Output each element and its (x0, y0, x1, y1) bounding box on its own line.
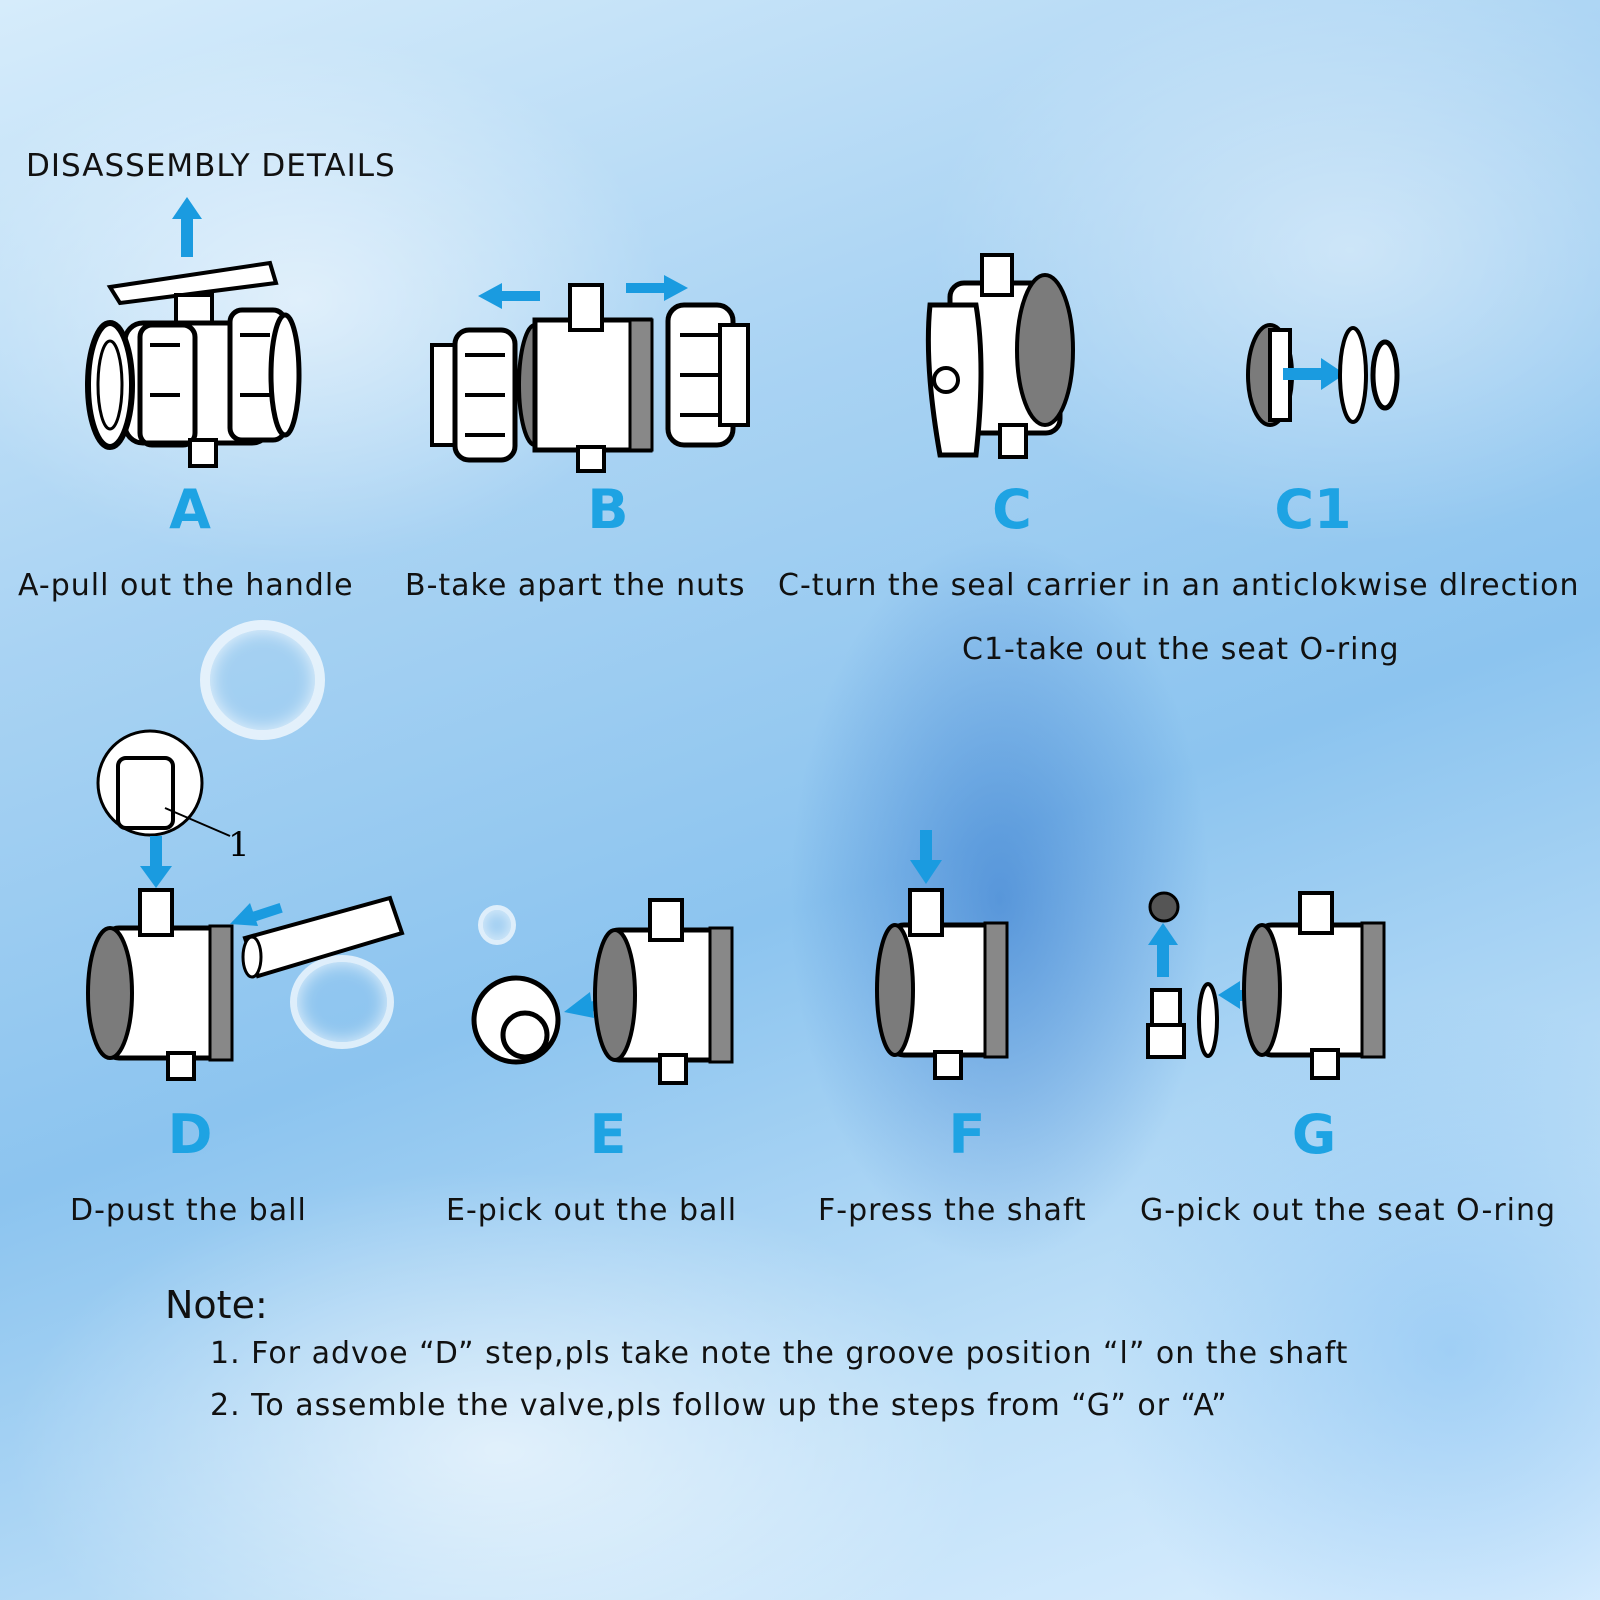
valve-body (1242, 891, 1386, 1080)
right-arrow-icon (1283, 358, 1345, 390)
right-arrow-icon (626, 275, 688, 301)
valve-illustration-c1 (1246, 323, 1400, 427)
step-caption-c: C-turn the seal carrier in an anticlokwi… (778, 568, 1580, 603)
left-arrow-icon (230, 902, 283, 926)
valve-illustration-c (925, 253, 1075, 459)
valve-illustration-a (85, 197, 302, 468)
step-label-g: G (1291, 1103, 1337, 1166)
note-line-1: 1. For advoe “D” step,pls take note the … (210, 1336, 1349, 1371)
step-caption-e: E-pick out the ball (446, 1193, 738, 1228)
valve-body (86, 888, 234, 1081)
valve-illustration-f (875, 830, 1009, 1080)
center-body (517, 283, 654, 473)
down-arrow-icon (140, 836, 172, 888)
step-caption-c1: C1-take out the seat O-ring (962, 632, 1400, 667)
valve-handle (106, 260, 279, 327)
valve-body (85, 307, 302, 468)
step-label-b: B (587, 478, 629, 541)
note-title: Note: (165, 1283, 268, 1327)
left-nut (430, 327, 518, 463)
valve-body (875, 888, 1009, 1080)
step-caption-g: G-pick out the seat O-ring (1140, 1193, 1557, 1228)
step-caption-d: D-pust the ball (70, 1193, 307, 1228)
up-arrow-icon (1148, 923, 1178, 977)
step-caption-a: A-pull out the handle (18, 568, 354, 603)
section-heading: DISASSEMBLY DETAILS (26, 148, 396, 184)
valve-body (593, 898, 734, 1085)
step-caption-f: F-press the shaft (818, 1193, 1087, 1228)
note-line-2: 2. To assemble the valve,pls follow up t… (210, 1388, 1228, 1423)
up-arrow-icon (172, 197, 202, 257)
down-arrow-icon (910, 830, 942, 884)
ball (471, 975, 561, 1065)
decorative-bubble (478, 905, 516, 945)
step-label-a: A (169, 478, 211, 541)
step-label-e: E (589, 1103, 627, 1166)
step-label-c1: C1 (1274, 478, 1352, 541)
step-label-c: C (992, 478, 1032, 541)
shaft-detail-callout: 1 (96, 729, 250, 865)
valve-illustration-e (471, 898, 734, 1085)
left-arrow-icon (478, 283, 540, 309)
valve-illustration-b (430, 275, 750, 473)
push-rod (241, 895, 405, 979)
valve-illustration-g (1146, 891, 1386, 1080)
valve-illustration-d: 1 (86, 729, 405, 1081)
shaft-part (1146, 988, 1186, 1059)
decorative-bubble (290, 955, 394, 1049)
groove-callout-number: 1 (228, 825, 250, 865)
step-label-d: D (167, 1103, 213, 1166)
decorative-bubble (200, 620, 325, 740)
step-caption-b: B-take apart the nuts (405, 568, 746, 603)
right-nut (665, 302, 750, 448)
step-label-f: F (948, 1103, 986, 1166)
